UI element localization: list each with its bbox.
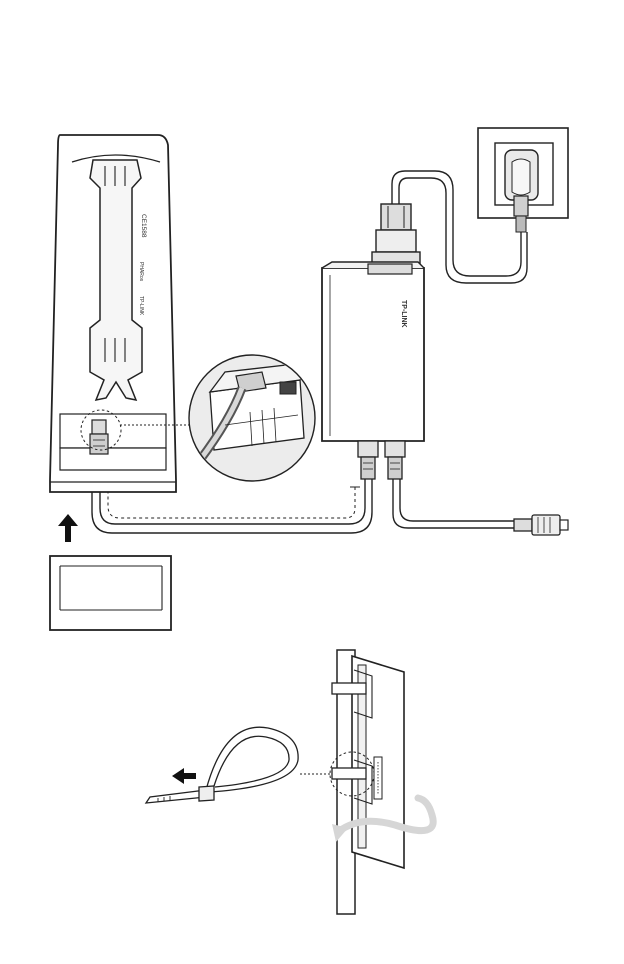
rj45-plug (514, 515, 568, 535)
device-brand-label: TP-LINK (138, 296, 144, 316)
injector-poe-connector (385, 441, 405, 479)
injector-brand-label: TP-LINK (400, 300, 407, 328)
injector-lan-connector (358, 441, 378, 479)
lan-cable (393, 479, 515, 528)
up-arrow-icon (58, 514, 78, 542)
pole-strap-bottom (332, 768, 366, 779)
device-model-label: PHARos (138, 262, 144, 282)
power-connector (372, 204, 420, 268)
pole-strap-top (332, 683, 366, 694)
device-cert-label: CE1588 (140, 214, 147, 238)
cable-tie (146, 727, 298, 803)
left-arrow-icon (172, 768, 196, 784)
bottom-cover (50, 556, 171, 630)
wall-outlet (478, 128, 568, 232)
port-magnified-view (189, 355, 315, 481)
poe-injector: TP-LINK (322, 262, 424, 441)
outdoor-device: CE1588 PHARos TP-LINK (50, 135, 176, 492)
